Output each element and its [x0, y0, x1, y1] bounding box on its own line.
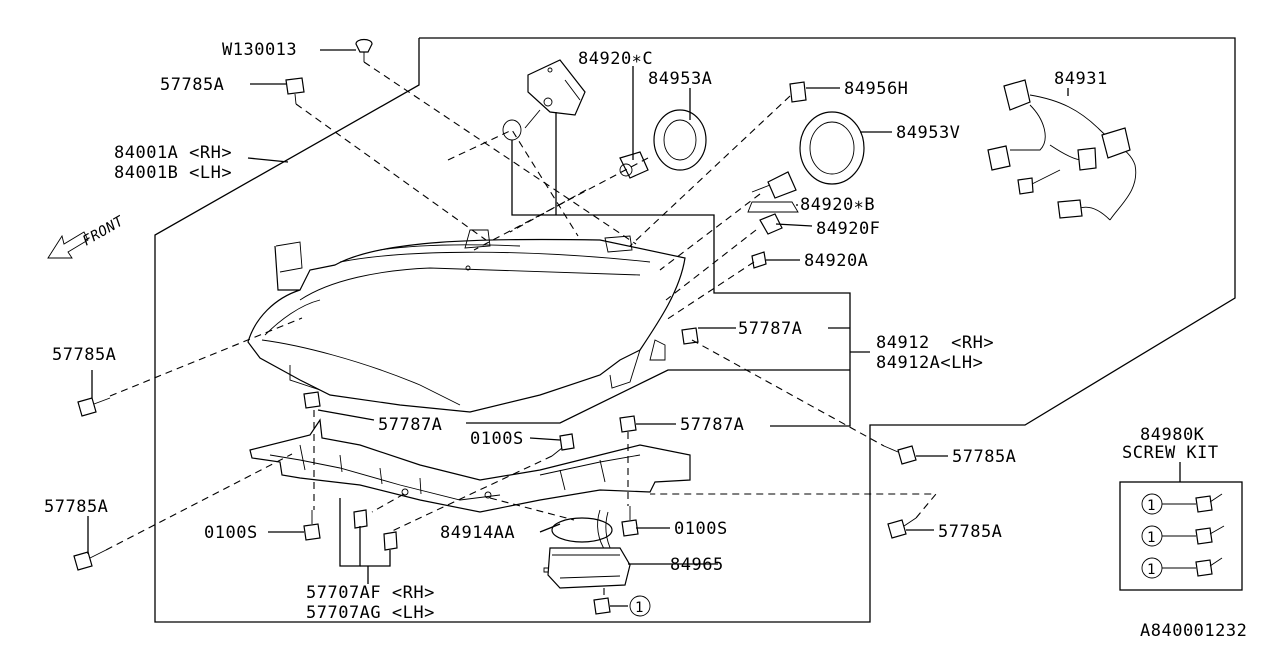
label-w130013: W130013 [222, 40, 297, 60]
label-84956h: 84956H [844, 79, 908, 99]
label-84912a: 84912A<LH> [876, 353, 983, 373]
screw-57785a-bottom-left [73, 549, 107, 571]
front-arrow-icon: FRONT [47, 213, 128, 259]
label-84931: 84931 [1054, 69, 1108, 89]
label-0100s-1: 0100S [470, 429, 524, 449]
screw-57785a-top [285, 77, 305, 105]
cover-84953v [799, 111, 865, 185]
label-84912: 84912 <RH> [876, 333, 994, 353]
clip-w130013 [355, 38, 373, 62]
label-57785a-r2: 57785A [938, 522, 1002, 542]
label-57707af: 57707AF <RH> [306, 583, 435, 603]
screw-0100s-left [303, 510, 321, 541]
label-84953a: 84953A [648, 69, 712, 89]
label-84980k: 84980K [1140, 425, 1205, 445]
label-84920a: 84920A [804, 251, 868, 271]
part-labels: W130013 57785A 84001A <RH> 84001B <LH> 8… [44, 40, 1247, 641]
clip-57787a-mid [619, 415, 637, 433]
label-84953v: 84953V [896, 123, 960, 143]
front-label: FRONT [80, 213, 128, 250]
svg-text:1: 1 [635, 600, 644, 616]
label-84920f: 84920F [816, 219, 880, 239]
kit-item-1: 1 [1141, 493, 1223, 515]
assembly-outline [154, 37, 1236, 623]
seal-84953a [653, 109, 707, 171]
kit-item-2: 1 [1141, 525, 1225, 547]
screw-57785a-right-2 [887, 517, 917, 539]
label-84914aa: 84914AA [440, 523, 515, 543]
label-84920c: 84920∗C [578, 49, 653, 69]
label-57787a-3: 57787A [680, 415, 744, 435]
label-84001b: 84001B <LH> [114, 163, 232, 183]
screw-0100s-top [551, 433, 575, 457]
label-57785a-r1: 57785A [952, 447, 1016, 467]
clip-57787a-left [303, 391, 321, 409]
label-screw-kit: SCREW KIT [1122, 443, 1219, 463]
kit-item-3: 1 [1141, 557, 1223, 579]
screw-0100s-right [621, 506, 639, 537]
wiring-harness [987, 79, 1137, 221]
screw-57785a-left [77, 397, 111, 417]
o-ring [502, 119, 522, 141]
cap-84956h [789, 81, 807, 103]
dashed-guide-lines [105, 61, 938, 598]
label-0100s-3: 0100S [674, 519, 728, 539]
leader-lines [87, 49, 1069, 607]
label-57787a-2: 57787A [378, 415, 442, 435]
bulb-84920a [751, 251, 767, 269]
headlamp-assembly [247, 229, 686, 413]
ref-circle-ballast: 1 [629, 595, 651, 617]
label-84965-visible: 84965 [670, 555, 724, 575]
svg-text:1: 1 [1147, 562, 1156, 578]
label-57787a-1: 57787A [738, 319, 802, 339]
bulb-84920b [747, 171, 799, 213]
label-57785a-top: 57785A [160, 75, 224, 95]
lower-bracket [249, 418, 691, 513]
nut-57707af [353, 509, 398, 551]
svg-text:1: 1 [1147, 498, 1156, 514]
label-84920b: 84920∗B [800, 195, 875, 215]
svg-text:1: 1 [1147, 530, 1156, 546]
label-0100s-2: 0100S [204, 523, 258, 543]
label-84001a: 84001A <RH> [114, 143, 232, 163]
label-57707ag: 57707AG <LH> [306, 603, 435, 623]
screw-57785a-right-1 [883, 445, 917, 465]
label-57785a-left: 57785A [52, 345, 116, 365]
leveling-motor [524, 59, 586, 129]
clip-57787a-right [681, 327, 699, 345]
ballast-unit [543, 509, 631, 589]
screw-kit: 84980K SCREW KIT 1 1 1 [1119, 425, 1243, 591]
bulb-84920f [759, 213, 783, 235]
diagram-code: A840001232 [1140, 621, 1247, 640]
screw-ballast [593, 597, 611, 615]
label-57785a-bl: 57785A [44, 497, 108, 517]
